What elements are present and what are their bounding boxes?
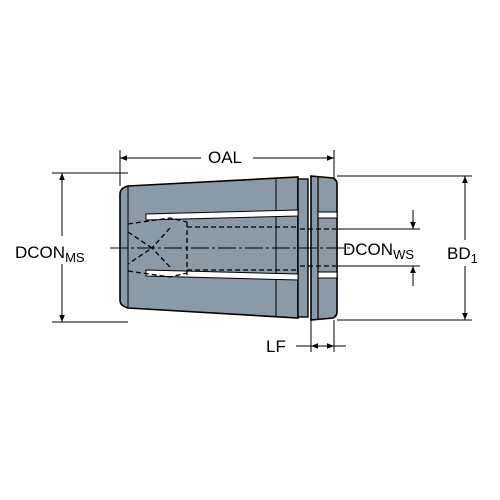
label-dcon-ms-sub: MS (65, 250, 85, 265)
slot-rear-upper (317, 211, 338, 219)
label-bd-sub: 1 (471, 251, 478, 266)
label-dcon-ws: DCONWS (343, 240, 414, 262)
label-dcon-ms: DCONMS (15, 243, 85, 265)
label-dcon-ms-main: DCON (15, 243, 65, 262)
slot-rear-lower (317, 271, 338, 279)
label-dcon-ws-main: DCON (343, 240, 393, 259)
label-bd1: BD1 (447, 244, 478, 266)
label-bd-main: BD (447, 244, 471, 263)
label-dcon-ws-sub: WS (393, 247, 414, 262)
label-lf: LF (266, 337, 286, 356)
slot-upper (145, 209, 299, 221)
label-oal: OAL (208, 148, 242, 167)
